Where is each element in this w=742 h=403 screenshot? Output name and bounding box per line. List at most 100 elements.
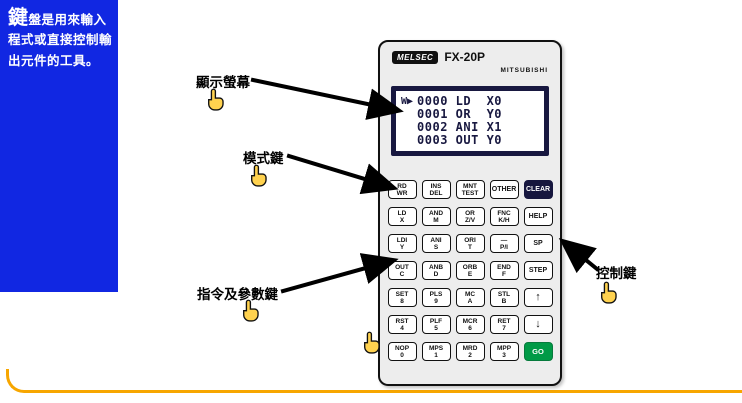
hand-cursor-icon — [251, 164, 267, 187]
device-brand: MITSUBISHI — [500, 67, 548, 74]
lcd-line-2: 0002 ANI X1 — [417, 120, 503, 134]
key-top-label: SET — [395, 290, 409, 298]
key-top-label: MPS — [428, 344, 444, 352]
callout-control: 控制鍵 — [596, 266, 637, 281]
key-bottom-label: TEST — [461, 189, 479, 197]
key-top-label: AND — [428, 209, 444, 217]
key-top-label: ANB — [428, 263, 444, 271]
intro-lead-char: 鍵 — [8, 7, 29, 29]
key-step[interactable]: STEP — [523, 261, 553, 280]
key-top-label: MCR — [462, 317, 478, 325]
key-clear[interactable]: CLEAR — [523, 180, 553, 199]
arrow-mode — [286, 153, 399, 195]
device-header: MELSEC FX-20P — [392, 50, 548, 64]
key-bottom-label: E — [467, 270, 473, 278]
key-go[interactable]: GO — [523, 342, 553, 361]
key-bottom-label: 1 — [434, 351, 438, 359]
key-bottom-label: C — [399, 270, 405, 278]
key-bottom-label: 2 — [468, 351, 472, 359]
key-top-label: OUT — [395, 263, 409, 271]
key-top-label: FNC — [497, 209, 511, 217]
key-bottom-label: 0 — [400, 351, 404, 359]
key-top-label: INS — [430, 182, 442, 190]
key-top-label: RET — [497, 317, 511, 325]
key-top-label: ORI — [464, 236, 476, 244]
key-top-label: MRD — [462, 344, 478, 352]
key-down[interactable]: ↓ — [523, 315, 553, 334]
key-minus-pi[interactable]: —P/I — [489, 234, 519, 253]
key-bottom-label: B — [501, 297, 507, 305]
bottom-accent-line — [6, 369, 742, 393]
key-bottom-label: 3 — [502, 351, 506, 359]
key-bottom-label: 8 — [400, 297, 404, 305]
key-bottom-label: A — [467, 297, 473, 305]
key-top-label: STL — [497, 290, 511, 298]
hand-cursor-icon — [601, 281, 617, 304]
key-top-label: MPP — [496, 344, 512, 352]
key-bottom-label: 9 — [434, 297, 438, 305]
device-model: FX-20P — [444, 50, 486, 64]
key-up[interactable]: ↑ — [523, 288, 553, 307]
key-top-label: PLF — [429, 317, 443, 325]
key-top-label: OR — [465, 209, 475, 217]
lcd-line-3: 0003 OUT Y0 — [417, 133, 503, 147]
key-top-label: — — [500, 236, 508, 244]
key-bottom-label: WR — [396, 189, 408, 197]
key-other[interactable]: OTHER — [489, 180, 519, 199]
key-help[interactable]: HELP — [523, 207, 553, 226]
key-bottom-label: Y — [399, 243, 405, 251]
intro-text: 盤是用來輸入程式或直接控制輸出元件的工具。 — [8, 13, 113, 68]
key-bottom-label: P/I — [500, 243, 508, 251]
callout-instruction: 指令及參數鍵 — [197, 287, 278, 302]
key-top-label: RST — [395, 317, 409, 325]
key-top-label: MNT — [462, 182, 478, 190]
key-top-label: RD — [397, 182, 407, 190]
callout-display: 顯示螢幕 — [196, 75, 250, 90]
lcd-line-1: 0001 OR Y0 — [417, 107, 503, 121]
hand-cursor-icon — [243, 299, 259, 322]
key-top-label: ORB — [462, 263, 478, 271]
melsec-logo: MELSEC — [392, 50, 439, 64]
key-bottom-label: 4 — [400, 324, 404, 332]
key-top-label: END — [497, 263, 511, 271]
lcd-line-0: 0000 LD X0 — [417, 94, 503, 108]
key-bottom-label: 6 — [468, 324, 472, 332]
hand-cursor-icon — [208, 88, 224, 111]
key-sp[interactable]: SP — [523, 234, 553, 253]
key-top-label: PLS — [429, 290, 443, 298]
key-bottom-label: S — [433, 243, 439, 251]
key-bottom-label: DEL — [429, 189, 443, 197]
key-bottom-label: D — [433, 270, 439, 278]
key-top-label: MC — [464, 290, 476, 298]
